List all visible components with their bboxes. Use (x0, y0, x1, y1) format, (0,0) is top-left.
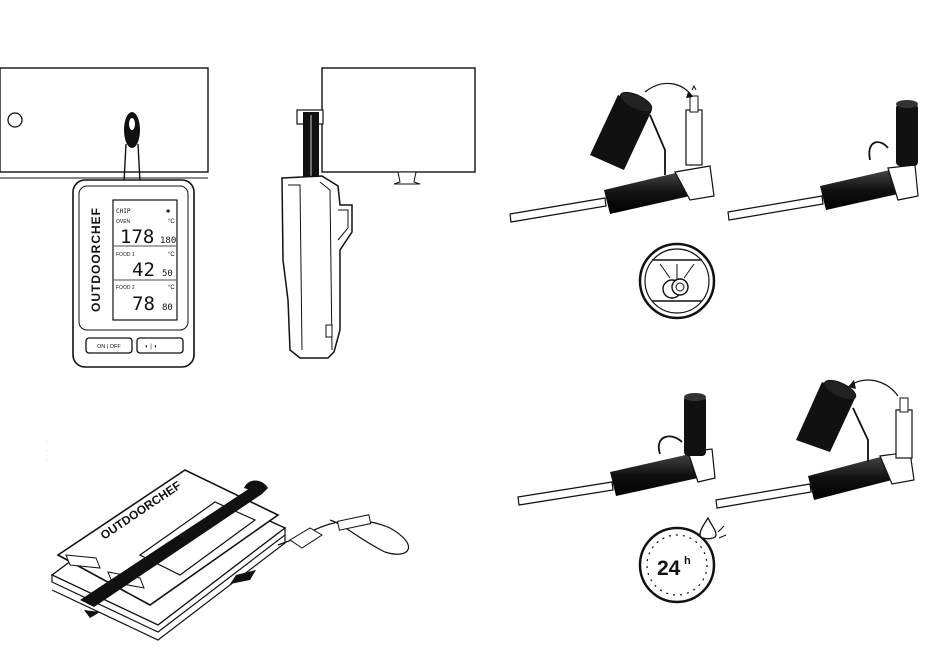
screw-hole-icon (8, 113, 22, 127)
brand-logo-front: OUTDOORCHEF (89, 207, 103, 312)
svg-text:·: · (46, 457, 48, 463)
packed-device-view: · · · OUTDOORCHEF (46, 439, 409, 640)
lcd-target-food1: 50 (162, 269, 173, 279)
rotate-back-arrow-icon (850, 380, 898, 396)
side-mount-view (282, 68, 475, 358)
lcd-row-unit-food2: °C (168, 285, 175, 291)
power-button-label: ON | OFF (97, 344, 121, 350)
oven-panel (0, 68, 208, 172)
lcd-temp-food2: 78 (132, 293, 155, 315)
lcd-row-unit-food1: °C (168, 252, 175, 258)
oven-panel-side (322, 68, 475, 172)
probe-step-detach-a (518, 393, 715, 505)
lcd-row-label-food1: FOOD 1 (116, 252, 135, 258)
water-drop-icon (700, 518, 716, 539)
lcd-temp-food1: 42 (132, 259, 155, 281)
timer-value: 24 (657, 557, 681, 580)
receiver-side-profile (282, 176, 352, 358)
timer-24h-badge: 24 h (640, 518, 726, 602)
rotate-arrow-icon (645, 83, 692, 96)
lcd-header-left: CHIP (116, 208, 131, 215)
nav-button[interactable] (137, 338, 183, 353)
oven-foot (394, 172, 420, 184)
svg-text:·: · (46, 439, 48, 445)
probe-step-detach-b (716, 376, 914, 508)
svg-text:·: · (46, 448, 48, 454)
lcd-row-unit-oven: °C (168, 219, 175, 225)
probe-step-attach (510, 83, 714, 222)
front-mount-view: CHIP ✱ OVEN °C 178 180 FOOD 1 °C 42 50 F… (0, 68, 208, 367)
lcd-row-label-food2: FOOD 2 (116, 285, 135, 291)
lcd-temp-oven: 178 (120, 226, 154, 248)
probe-step-attached (728, 100, 918, 220)
probe-grip (604, 172, 690, 214)
dishwasher-badge (640, 244, 714, 318)
lcd-row-label-oven: OVEN (116, 219, 131, 225)
lcd-target-food2: 80 (162, 303, 173, 313)
lcd-target-oven: 180 (160, 236, 176, 246)
nav-button-label: ◐ | ◖ (145, 344, 157, 350)
timer-suffix: h (684, 555, 691, 567)
